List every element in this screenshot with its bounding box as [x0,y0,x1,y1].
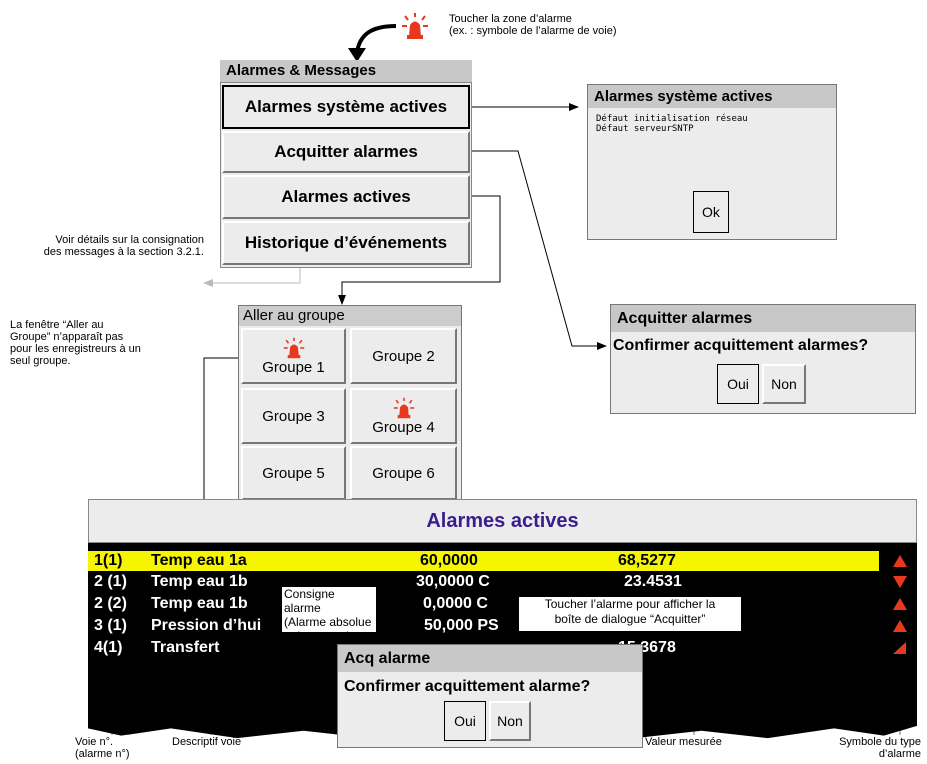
touch-note-line: boîte de dialogue “Acquitter” [554,612,706,626]
measured-value: 68,5277 [618,552,676,569]
setpoint-note-line: uniquement) [284,629,351,643]
acknowledge-alarms-button[interactable]: Acquitter alarmes [222,131,470,173]
alarm-bell-icon [393,397,414,418]
channel-descriptor: Transfert [151,639,220,656]
event-history-button[interactable]: Historique d’événements [222,221,470,265]
acq-alarm-question: Confirmer acquittement alarme? [344,678,591,695]
setpoint-note-line: Consigne alarme [284,587,335,615]
events-note-line1: Voir détails sur la consignation [55,234,204,246]
alarm-setpoint: 0,0000 C [423,595,488,612]
active-alarms-header [88,499,917,543]
system-alarm-line: Défaut initialisation réseau [596,114,748,124]
absolute-high-alarm-icon [893,555,907,567]
acq-alarm-title: Acq alarme [338,645,642,672]
system-alarms-button[interactable]: Alarmes système actives [222,85,470,129]
active-alarms-button[interactable]: Alarmes actives [222,175,470,219]
active-alarms-title: Alarmes actives [426,510,579,532]
events-note: Voir détails sur la consignation des mes… [4,234,204,258]
alarm-setpoint: 30,0000 C [416,573,490,590]
acq-yes-button[interactable]: Oui [444,701,486,741]
group-2-button[interactable]: Groupe 2 [350,328,457,384]
alarm-setpoint: 50,000 PS [424,617,499,634]
acknowledge-dialog-title: Acquitter alarmes [611,305,915,332]
system-alarm-line: Défaut serveurSNTP [596,124,694,134]
descriptor-label: Descriptif voie [172,736,242,748]
group-4-button[interactable]: Groupe 4 [350,388,457,444]
system-alarms-dialog: Alarmes système actives Défaut initialis… [587,84,837,240]
group-6-button[interactable]: Groupe 6 [350,446,457,500]
setpoint-note: Consigne alarme (Alarme absolue uniqueme… [282,587,376,643]
group-3-button[interactable]: Groupe 3 [241,388,346,444]
group-note-line: seul groupe. [10,355,71,367]
group-5-button[interactable]: Groupe 5 [241,446,346,500]
channel-label-line: Voie n°. [75,736,114,748]
alarm-row[interactable]: 2 (1) Temp eau 1b 30,0000 C 23.4531 [88,572,879,592]
channel-number: 4(1) [94,639,123,656]
group-note-line: pour les enregistreurs à un [10,343,141,355]
acknowledge-question: Confirmer acquittement alarmes? [613,337,869,354]
absolute-high-alarm-icon [893,620,907,632]
acq-alarm-dialog: Acq alarme Confirmer acquittement alarme… [337,644,643,748]
channel-number: 1(1) [94,552,123,569]
group-note-line: La fenêtre “Aller au [10,319,104,331]
top-note: Toucher la zone d’alarme (ex. : symbole … [449,13,617,37]
setpoint-note-line: (Alarme absolue [284,615,372,629]
yes-button[interactable]: Oui [717,364,759,404]
channel-number: 2 (2) [94,595,127,612]
alarm-setpoint: 60,0000 [420,552,478,569]
absolute-high-alarm-icon [893,598,907,610]
channel-descriptor: Temp eau 1a [151,552,247,569]
alarm-bell-icon [402,13,428,39]
symbol-label-line: Symbole du type [839,736,921,748]
top-note-line1: Toucher la zone d’alarme [449,13,572,25]
group-label: Groupe 1 [262,358,325,376]
alarm-symbol-label: Symbole du type d’alarme [815,736,921,760]
channel-descriptor: Temp eau 1b [151,595,248,612]
menu-title: Alarmes & Messages [220,60,472,82]
channel-number-label: Voie n°. (alarme n°) [75,736,130,760]
events-note-line2: des messages à la section 3.2.1. [43,246,204,258]
group-note: La fenêtre “Aller au Groupe” n’apparaît … [10,319,141,367]
system-alarms-list: Défaut initialisation réseau Défaut serv… [588,108,836,140]
alarm-row[interactable]: 2 (2) Temp eau 1b 0,0000 C [88,594,879,614]
rate-of-change-alarm-icon [893,642,906,654]
channel-descriptor: Pression d’hui [151,617,262,634]
ok-button[interactable]: Ok [693,191,729,233]
channel-label-line: (alarme n°) [75,748,130,760]
channel-number: 3 (1) [94,617,127,634]
symbol-label-line: d’alarme [878,748,921,760]
touch-note: Toucher l’alarme pour afficher la boîte … [519,597,741,631]
measured-value-label: Valeur mesurée [645,736,722,748]
group-label: Groupe 4 [372,418,435,436]
alarm-bell-icon [283,337,304,358]
acq-no-button[interactable]: Non [489,701,531,741]
no-button[interactable]: Non [762,364,806,404]
absolute-low-alarm-icon [893,576,907,588]
channel-descriptor: Temp eau 1b [151,573,248,590]
group-note-line: Groupe” n’apparaît pas [10,331,124,343]
touch-note-line: Toucher l’alarme pour afficher la [544,597,716,611]
top-note-line2: (ex. : symbole de l’alarme de voie) [449,25,617,37]
measured-value: 23.4531 [624,573,682,590]
group-1-button[interactable]: Groupe 1 [241,328,346,384]
alarm-row[interactable]: 3 (1) Pression d’hui 50,000 PS [88,616,879,636]
group-dialog-title: Aller au groupe [239,306,461,326]
channel-number: 2 (1) [94,573,127,590]
alarm-row[interactable]: 1(1) Temp eau 1a 60,0000 68,5277 [88,551,879,571]
system-alarms-title: Alarmes système actives [588,85,836,108]
